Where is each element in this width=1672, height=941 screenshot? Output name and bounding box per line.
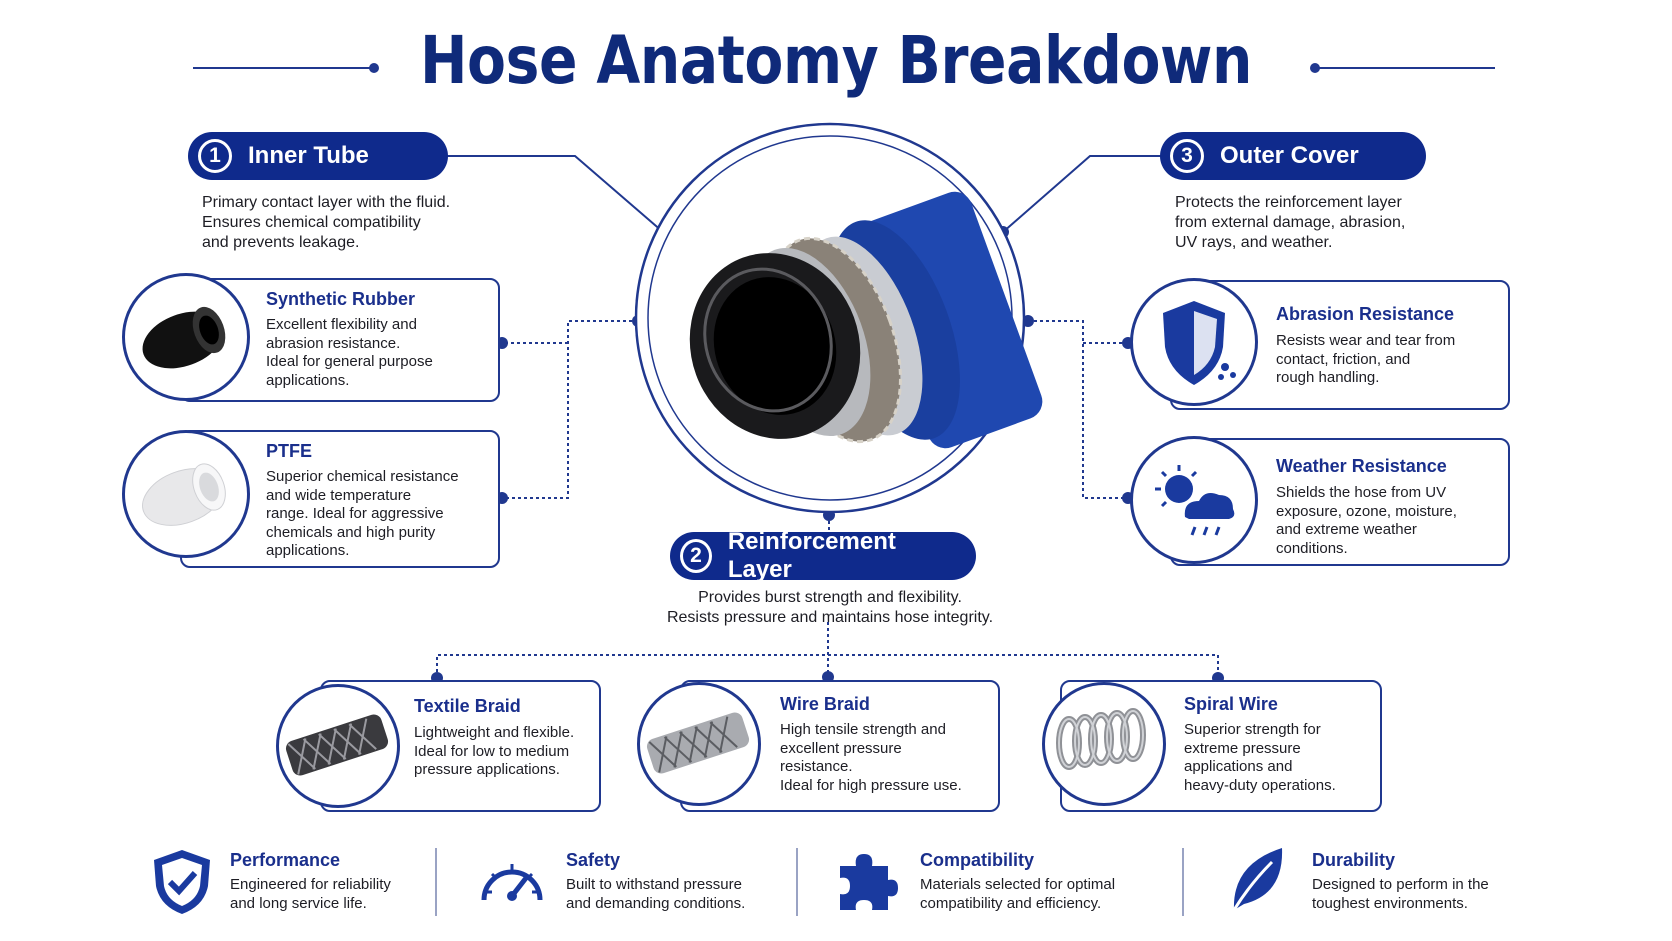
section-number: 1: [198, 139, 232, 173]
section-title: Inner Tube: [248, 142, 369, 169]
card-title: Weather Resistance: [1276, 456, 1447, 476]
hose-cutaway-image: [689, 191, 1043, 449]
textile-braid-icon: [276, 684, 400, 808]
feature-title: Compatibility: [920, 850, 1035, 870]
card-title: Abrasion Resistance: [1276, 304, 1455, 324]
card-title: Spiral Wire: [1184, 694, 1278, 714]
wire-braid-icon: [637, 682, 761, 806]
section-pill-reinforcement: 2 Reinforcement Layer: [670, 528, 976, 583]
card-title: Synthetic Rubber: [266, 289, 416, 309]
spiral-wire-icon: [1042, 682, 1166, 806]
shield-icon: [1130, 278, 1258, 406]
leaf-icon: [1232, 848, 1283, 911]
section-title: Reinforcement Layer: [727, 528, 896, 583]
section-pill-inner-tube: 1 Inner Tube: [188, 132, 448, 180]
card-description: Lightweight and flexible.Ideal for low t…: [414, 724, 575, 778]
page-title: Hose Anatomy Breakdown: [419, 22, 1253, 99]
puzzle-icon: [840, 854, 898, 910]
card-title: PTFE: [266, 441, 313, 461]
reinforcement-description: Provides burst strength and flexibility.…: [666, 589, 994, 626]
section-pill-outer-cover: 3 Outer Cover: [1160, 132, 1426, 180]
section-number: 3: [1170, 139, 1204, 173]
feature-title: Performance: [230, 850, 341, 870]
sun-rain-cloud-icon: [1130, 436, 1258, 564]
divider: [1182, 848, 1184, 916]
feature-title: Safety: [566, 850, 621, 870]
section-number: 2: [680, 539, 712, 573]
inner-tube-description: Primary contact layer with the fluid.Ens…: [202, 194, 451, 251]
section-title: Outer Cover: [1220, 142, 1359, 169]
shield-check-icon: [154, 850, 210, 914]
card-title: Wire Braid: [780, 694, 870, 714]
feature-title: Durability: [1312, 850, 1396, 870]
white-ptfe-tube-icon: [122, 430, 250, 558]
divider: [435, 848, 437, 916]
gauge-icon: [481, 864, 543, 901]
divider: [796, 848, 798, 916]
card-title: Textile Braid: [414, 696, 521, 716]
black-rubber-tube-icon: [122, 273, 250, 401]
